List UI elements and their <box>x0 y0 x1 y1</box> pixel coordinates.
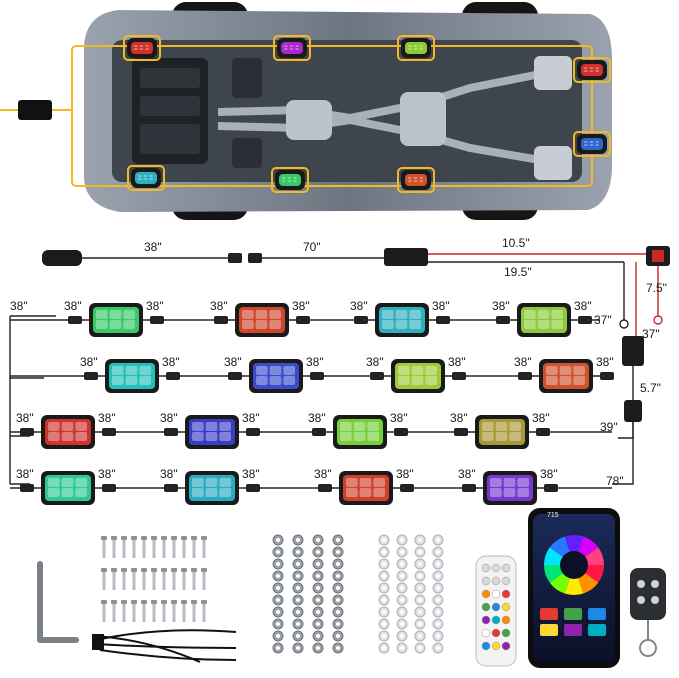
extension-cable-length: 70" <box>303 240 321 254</box>
washer-set <box>378 534 444 654</box>
power-black-length: 19.5" <box>504 265 532 279</box>
segment-length-left: 38" <box>224 355 242 369</box>
rock-light-pod <box>475 415 529 449</box>
rock-light-pod <box>89 303 143 337</box>
hex-key <box>37 561 79 643</box>
phone-app <box>528 508 620 668</box>
car-pod <box>275 170 305 190</box>
fuse-lead-length: 7.5" <box>646 281 667 295</box>
segment-length-right: 38" <box>242 467 260 481</box>
segment-length-left: 38" <box>450 411 468 425</box>
segment-length-left: 38" <box>160 467 178 481</box>
row4-cable-length: 78" <box>606 474 624 488</box>
segment-length-right: 38" <box>532 411 550 425</box>
rock-light-pod <box>391 359 445 393</box>
car-pod <box>131 168 161 188</box>
pod-grid <box>10 303 614 505</box>
segment-length-right: 38" <box>306 355 324 369</box>
screw-set <box>101 536 207 622</box>
segment-length-right: 38" <box>98 411 116 425</box>
car-pod <box>577 60 607 80</box>
segment-length-right: 38" <box>448 355 466 369</box>
rock-light-pod <box>539 359 593 393</box>
controller-lead-length: 5.7" <box>640 381 661 395</box>
rock-light-pod <box>185 415 239 449</box>
segment-length-right: 38" <box>432 299 450 313</box>
rock-light-pod <box>235 303 289 337</box>
rock-light-pod <box>333 415 387 449</box>
segment-length-right: 38" <box>390 411 408 425</box>
rock-light-pod <box>375 303 429 337</box>
segment-length-right: 38" <box>162 355 180 369</box>
segment-length-right: 38" <box>292 299 310 313</box>
nut-set <box>272 534 344 654</box>
segment-length-right: 38" <box>540 467 558 481</box>
car-pod <box>401 38 431 58</box>
rock-light-pod <box>339 471 393 505</box>
segment-length-left: 38" <box>80 355 98 369</box>
car-pod <box>277 38 307 58</box>
rock-light-pod <box>41 471 95 505</box>
segment-length-left: 38" <box>160 411 178 425</box>
segment-length-left: 38" <box>492 299 510 313</box>
rock-light-pod <box>41 415 95 449</box>
segment-length-right: 38" <box>146 299 164 313</box>
ir-remote <box>475 555 517 667</box>
loop-top-length: 38" <box>10 299 28 313</box>
segment-length-right: 38" <box>98 467 116 481</box>
ring-right-length: 37" <box>642 327 660 341</box>
rock-light-pod <box>249 359 303 393</box>
rf-key-fob <box>630 568 666 657</box>
ring-left-length: 37" <box>594 313 612 327</box>
rock-light-pod <box>483 471 537 505</box>
accessories <box>37 508 666 668</box>
segment-length-left: 38" <box>16 467 34 481</box>
power-red-length: 10.5" <box>502 236 530 250</box>
segment-length-left: 38" <box>314 467 332 481</box>
segment-length-left: 38" <box>64 299 82 313</box>
segment-length-left: 38" <box>16 411 34 425</box>
segment-length-left: 38" <box>308 411 326 425</box>
row3-cable-length: 39" <box>600 420 618 434</box>
rock-light-pod <box>105 359 159 393</box>
car-underside <box>0 2 612 220</box>
car-pod <box>401 170 431 190</box>
controller-box <box>622 336 644 366</box>
rock-light-pod <box>517 303 571 337</box>
segment-length-left: 38" <box>350 299 368 313</box>
car-pod-group <box>123 35 611 193</box>
rock-light-pod <box>185 471 239 505</box>
wiring-diagram <box>9 246 670 485</box>
switch-cable-length: 38" <box>144 240 162 254</box>
segment-length-right: 38" <box>596 355 614 369</box>
segment-length-right: 38" <box>396 467 414 481</box>
segment-length-right: 38" <box>574 299 592 313</box>
segment-length-right: 38" <box>242 411 260 425</box>
zip-ties <box>92 629 237 663</box>
splitter-box <box>384 248 428 266</box>
switch-box <box>42 250 82 266</box>
car-pod <box>577 134 607 154</box>
segment-length-left: 38" <box>366 355 384 369</box>
phone-app-title: 715 <box>547 512 559 519</box>
segment-length-left: 38" <box>210 299 228 313</box>
segment-length-left: 38" <box>514 355 532 369</box>
segment-length-left: 38" <box>458 467 476 481</box>
car-pod <box>127 38 157 58</box>
